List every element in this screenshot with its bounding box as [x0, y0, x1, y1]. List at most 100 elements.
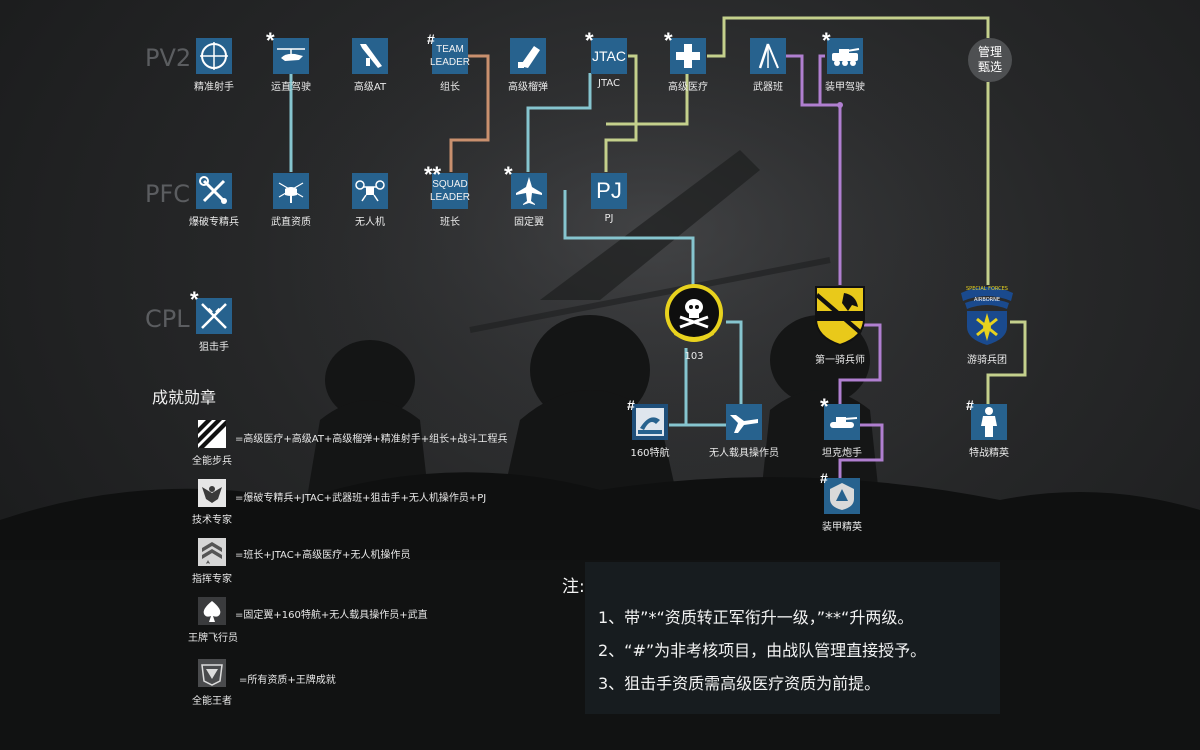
uav-icon	[730, 415, 758, 433]
grenade-launcher-icon	[518, 46, 540, 68]
node-label: 组长	[440, 82, 460, 93]
node-label: 武器班	[753, 82, 783, 93]
node-weapons-squad[interactable]: 武器班	[730, 38, 806, 93]
rank-label-pv2: PV2	[145, 44, 192, 72]
link-line-teal	[526, 73, 592, 172]
promotion-mark: *	[820, 394, 829, 419]
node-label: 固定翼	[514, 217, 544, 228]
node-advanced-grenade[interactable]: 高级榴弹	[490, 38, 566, 93]
medal-label: 全能王者	[192, 696, 232, 707]
node-tank-gunner[interactable]: 坦克炮手	[804, 404, 880, 459]
medal-all-round-king[interactable]	[198, 659, 226, 691]
medal-tech-expert[interactable]	[198, 479, 226, 511]
node-label: 103	[684, 351, 704, 362]
stripes-icon	[198, 420, 226, 448]
node-advanced-at[interactable]: 高级AT	[332, 38, 408, 93]
tile-text: PJ	[596, 178, 622, 203]
medals-title: 成就勋章	[152, 388, 217, 407]
medal-formula: =高级医疗+高级AT+高级榴弹+精准射手+组长+战斗工程兵	[235, 434, 508, 445]
link-line-purple	[838, 323, 882, 404]
mortar-icon	[758, 43, 779, 69]
note-item-1: 1、带”*“资质转正军衔升一级，”**“升两级。	[598, 608, 914, 627]
node-label: 高级AT	[353, 82, 387, 93]
management-line2: 甄选	[977, 60, 1002, 74]
node-jtac[interactable]: JTAC JTAC	[571, 38, 647, 89]
node-label: 高级医疗	[668, 82, 708, 93]
sf-tab-text-2: AIRBORNE	[973, 297, 1001, 303]
node-armor-driver[interactable]: 装甲驾驶	[807, 38, 883, 93]
medical-cross-icon	[676, 44, 700, 68]
tile-text-line2: LEADER	[430, 192, 471, 203]
tile-text-line2: LEADER	[430, 57, 471, 68]
node-label: 游骑兵团	[967, 355, 1007, 366]
node-label: JTAC	[598, 78, 620, 89]
armored-vehicle-icon	[832, 48, 860, 66]
medal-label: 指挥专家	[192, 574, 232, 585]
grant-mark: #	[627, 397, 635, 413]
rank-label-cpl: CPL	[145, 305, 190, 333]
node-label: 无人载具操作员	[709, 448, 779, 459]
node-drone[interactable]: 无人机	[332, 173, 408, 228]
crossed-rifles-icon	[201, 303, 227, 329]
node-uav-operator[interactable]: 无人载具操作员	[706, 404, 782, 459]
management-line1: 管理	[977, 45, 1002, 59]
note-item-3: 3、狙击手资质需高级医疗资质为前提。	[598, 674, 881, 693]
node-squad-leader[interactable]: SQUAD LEADER 班长	[412, 173, 488, 228]
node-cav[interactable]: 第一骑兵师	[796, 283, 884, 366]
promotion-mark: *	[664, 28, 673, 53]
node-label: 装甲驾驶	[825, 82, 865, 93]
medal-label: 全能步兵	[192, 456, 232, 467]
medal-ace-pilot[interactable]	[198, 597, 226, 629]
node-transport-pilot[interactable]: 运直驾驶	[253, 38, 329, 93]
node-label: 狙击手	[199, 342, 229, 353]
node-label: 高级榴弹	[508, 82, 548, 93]
node-fixed-wing[interactable]: 固定翼	[491, 173, 567, 228]
crosshair-icon	[200, 42, 228, 70]
attack-helicopter-icon	[278, 182, 304, 203]
link-line-teal	[669, 320, 743, 427]
promotion-mark: *	[822, 28, 831, 53]
medal-formula: =班长+JTAC+高级医疗+无人机操作员	[235, 550, 411, 561]
node-gunship[interactable]: 武直资质	[253, 173, 329, 228]
rank-label-pfc: PFC	[145, 180, 191, 208]
crest-icon	[198, 659, 226, 687]
medal-command-expert[interactable]	[198, 538, 226, 570]
node-soar160[interactable]: 160特航	[612, 404, 688, 459]
link-junction-dot	[837, 102, 843, 108]
node-sniper[interactable]: 狙击手	[176, 298, 252, 353]
notes-title: 注:	[562, 577, 585, 597]
link-line-teal	[563, 190, 695, 285]
armor-badge-icon	[830, 483, 854, 510]
node-label: 班长	[440, 217, 460, 228]
node-label: 武直资质	[271, 217, 311, 228]
node-label: 装甲精英	[822, 522, 862, 533]
node-label: PJ	[604, 213, 614, 224]
special-forces-icon	[961, 287, 1013, 345]
node-label: 特战精英	[969, 448, 1009, 459]
node-advanced-medic[interactable]: 高级医疗	[650, 38, 726, 93]
node-sf-elite[interactable]: 特战精英	[951, 404, 1027, 459]
tile-text-line1: SQUAD	[432, 179, 468, 190]
tile-text: JTAC	[592, 48, 626, 64]
node-sharpshooter[interactable]: 精准射手	[176, 38, 252, 93]
node-sf[interactable]: SPECIAL FORCES AIRBORNE 游骑兵团	[943, 283, 1031, 366]
node-pj[interactable]: PJ PJ	[571, 173, 647, 224]
node-unit-103[interactable]: 103	[650, 283, 738, 362]
node-label: 坦克炮手	[822, 448, 862, 459]
medal-all-round-infantry[interactable]	[198, 420, 226, 452]
tank-icon	[830, 417, 858, 428]
link-line-olive	[604, 54, 638, 172]
medal-formula: =爆破专精兵+JTAC+武器班+狙击手+无人机操作员+PJ	[235, 493, 487, 504]
grant-mark: #	[820, 470, 828, 486]
node-demolition[interactable]: 爆破专精兵	[176, 173, 252, 228]
eagle-icon	[198, 479, 226, 507]
transport-helicopter-icon	[277, 48, 305, 61]
chevrons-icon	[198, 538, 226, 566]
medal-formula: =固定翼+160特航+无人载具操作员+武直	[235, 610, 428, 621]
note-item-2: 2、“#”为非考核项目，由战队管理直接授予。	[598, 641, 927, 660]
spade-icon	[198, 597, 226, 625]
grant-mark: #	[427, 31, 435, 47]
node-armor-elite[interactable]: 装甲精英	[804, 478, 880, 533]
